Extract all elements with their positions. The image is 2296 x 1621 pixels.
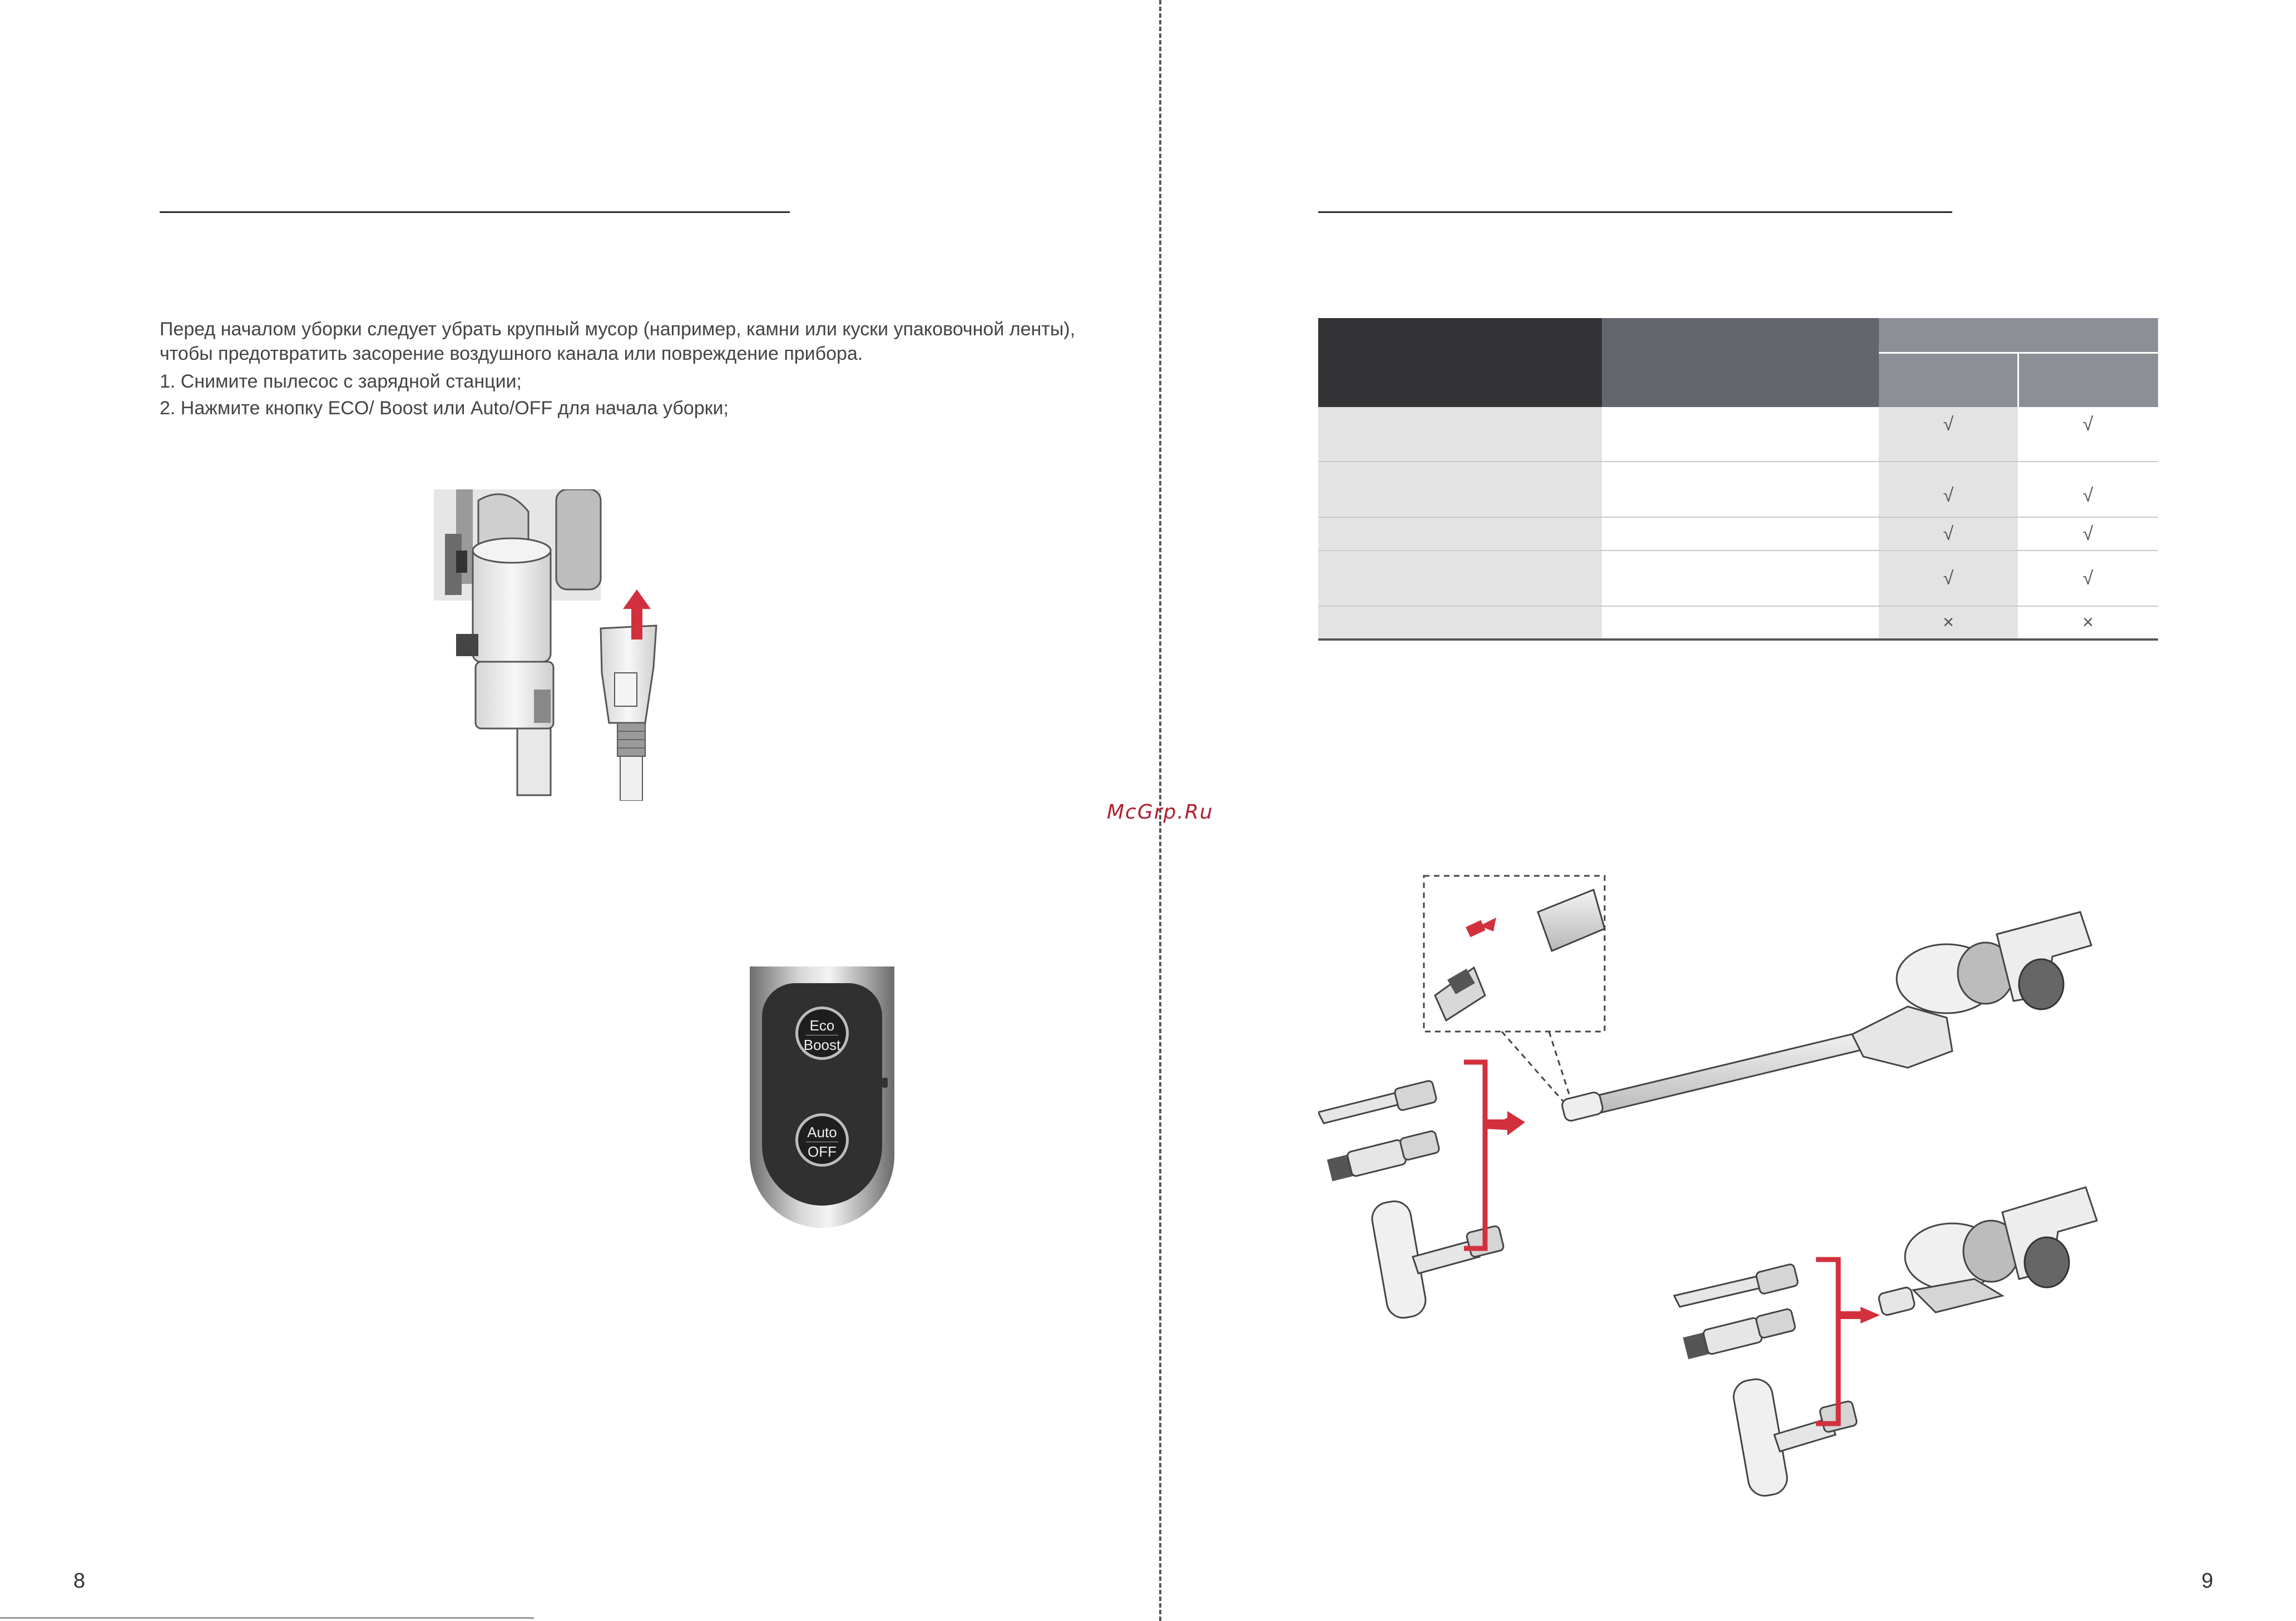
indicator-dot [882, 1078, 888, 1088]
table-row: × × [1318, 606, 2158, 641]
table-cell: √ [1879, 407, 2018, 462]
watermark: McGrp.Ru [1107, 801, 1214, 824]
table-cell: √ [2018, 551, 2158, 607]
bottom-edge-line [0, 1617, 534, 1619]
table-cell: √ [2018, 407, 2158, 462]
header-cell-3 [1879, 318, 2158, 353]
right-heading-rule [1318, 211, 1952, 213]
auto-label: Auto [807, 1124, 837, 1141]
left-heading-rule [160, 211, 790, 213]
page-number-right: 9 [2201, 1569, 2214, 1593]
page-fold-divider [1159, 0, 1161, 1621]
boost-label: Boost [803, 1037, 841, 1053]
table-row: √ √ [1318, 517, 2158, 551]
step-2: 2. Нажмите кнопку ECO/ Boost или Auto/OF… [160, 398, 729, 419]
auto-off-button[interactable]: Auto OFF [795, 1113, 849, 1167]
table-cell: × [2018, 606, 2158, 641]
table-row: √ √ [1318, 551, 2158, 607]
table-cell: √ [1879, 551, 2018, 607]
control-panel: Eco Boost Auto OFF [750, 966, 894, 1228]
table-cell: × [1879, 606, 2018, 641]
page-number-left: 8 [73, 1569, 86, 1593]
header-cell-1 [1318, 318, 1602, 407]
table-cell: √ [1879, 517, 2018, 551]
eco-boost-button[interactable]: Eco Boost [795, 1007, 849, 1060]
table-header-row-1 [1318, 318, 2158, 407]
intro-paragraph: Перед началом уборки следует убрать круп… [160, 319, 1076, 364]
header-cell-2 [1602, 318, 1879, 407]
table-row: √ √ [1318, 407, 2158, 462]
table-cell: √ [2018, 462, 2158, 518]
step-1: 1. Снимите пылесос с зарядной станции; [160, 371, 522, 392]
table-cell: √ [2018, 517, 2158, 551]
eco-label: Eco [809, 1017, 835, 1034]
header-subcell-2 [2017, 351, 2158, 407]
compatibility-table: √ √ √ √ √ √ √ √ × × [1318, 318, 2158, 641]
off-label: OFF [808, 1143, 837, 1160]
accessories-tube-illustration [1318, 875, 2098, 1497]
table-header-row-2 [1318, 351, 2158, 407]
header-subcell-1 [1879, 351, 2018, 407]
table-row: √ √ [1318, 462, 2158, 518]
remove-from-dock-illustration [434, 489, 657, 801]
table-cell: √ [1879, 462, 2018, 518]
